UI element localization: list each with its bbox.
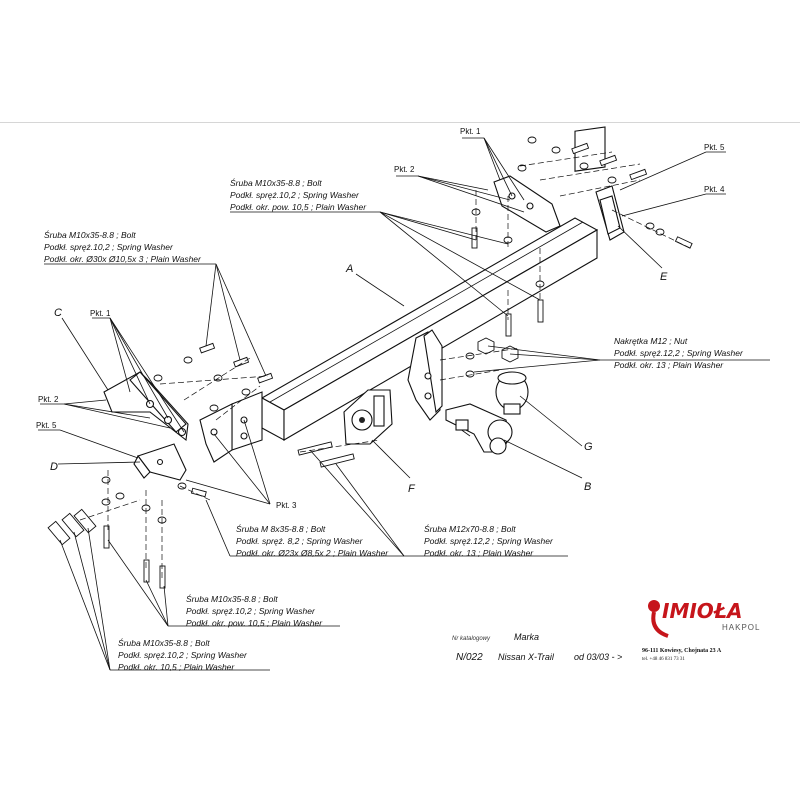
- left-bracket-c: [103, 371, 189, 442]
- pkt2-top-label: Pkt. 2: [394, 165, 415, 174]
- part-label-b: B: [584, 481, 591, 493]
- company-phone: tel. +48 46 831 73 31: [642, 657, 685, 662]
- callout-bottom-bolt-1: Śruba M10x35-8.8 ; Bolt Podkł. spręż.10,…: [186, 593, 323, 628]
- pkt1-left-label: Pkt. 1: [90, 309, 111, 318]
- logo-ball-icon: [648, 600, 660, 612]
- part-label-f: F: [408, 483, 416, 495]
- callout-nut-m12: Nakrętka M12 ; Nut Podkł. spręż.12,2 ; S…: [614, 336, 744, 370]
- svg-text:Podkł. spręż.10,2 ; Spring Was: Podkł. spręż.10,2 ; Spring Washer: [44, 242, 174, 252]
- ball-mount-plate: [407, 329, 443, 421]
- part-label-d: D: [50, 461, 58, 473]
- svg-text:Podkł. spręż.12,2 ; Spring Was: Podkł. spręż.12,2 ; Spring Washer: [614, 348, 744, 358]
- callout-bolt-m12x70: Śruba M12x70-8.8 ; Bolt Podkł. spręż.12,…: [424, 523, 554, 558]
- brand-label: Marka: [514, 632, 539, 642]
- tow-ball-b: [445, 403, 513, 455]
- bracket-d: [133, 443, 187, 481]
- catalog-footer: Nr katalogowy N/022 Marka Nissan X-Trail…: [452, 632, 622, 663]
- svg-text:Nakrętka M12 ; Nut: Nakrętka M12 ; Nut: [614, 336, 688, 346]
- part-label-g: G: [584, 441, 593, 453]
- page-header-bar: [0, 0, 800, 123]
- callout-top-right-bolt: Śruba M10x35-8.8 ; Bolt Podkł. spręż.10,…: [230, 177, 367, 212]
- svg-text:Śruba M10x35-8.8 ; Bolt: Śruba M10x35-8.8 ; Bolt: [230, 177, 322, 188]
- logo-name: IMIOŁA: [662, 599, 742, 623]
- svg-text:Śruba M10x35-8.8 ; Bolt: Śruba M10x35-8.8 ; Bolt: [118, 637, 210, 648]
- catalog-number: N/022: [456, 652, 483, 663]
- ball-cap-g: [495, 371, 529, 415]
- imiola-logo: IMIOŁA HAKPOL 96-111 Kowiesy, Chojnata 2…: [642, 599, 760, 662]
- svg-text:Śruba M 8x35-8.8 ; Bolt: Śruba M 8x35-8.8 ; Bolt: [236, 523, 326, 534]
- callout-bottom-bolt-2: Śruba M10x35-8.8 ; Bolt Podkł. spręż.10,…: [118, 637, 248, 672]
- svg-text:Podkł. spręż.10,2 ; Spring Was: Podkł. spręż.10,2 ; Spring Washer: [230, 190, 360, 200]
- crossbar-a: [260, 126, 606, 441]
- company-address: 96-111 Kowiesy, Chojnata 23 A: [642, 648, 722, 654]
- assembly-dashes: [79, 151, 691, 580]
- svg-text:Podkł. okr. Ø30x Ø10,5x 3 ; Pl: Podkł. okr. Ø30x Ø10,5x 3 ; Plain Washer: [44, 254, 202, 264]
- left-end-bracket: [199, 391, 263, 463]
- svg-text:Podkł. spręż. 8,2 ; Spring Was: Podkł. spręż. 8,2 ; Spring Washer: [236, 536, 364, 546]
- pkt3-label: Pkt. 3: [276, 501, 297, 510]
- part-label-c: C: [54, 307, 62, 319]
- socket-plate-f: [343, 389, 393, 445]
- svg-text:Podkł. okr. 13 ; Plain Washer: Podkł. okr. 13 ; Plain Washer: [424, 548, 534, 558]
- svg-text:Śruba M10x35-8.8 ; Bolt: Śruba M10x35-8.8 ; Bolt: [44, 229, 136, 240]
- pkt2-left-label: Pkt. 2: [38, 395, 59, 404]
- pkt5-left-label: Pkt. 5: [36, 421, 57, 430]
- callout-left-bolt: Śruba M10x35-8.8 ; Bolt Podkł. spręż.10,…: [44, 229, 202, 264]
- pkt5-top-label: Pkt. 5: [704, 143, 725, 152]
- vehicle-model: Nissan X-Trail: [498, 652, 555, 662]
- svg-text:Podkł. okr. Ø23x Ø8,5x 2 ; Pla: Podkł. okr. Ø23x Ø8,5x 2 ; Plain Washer: [236, 548, 389, 558]
- svg-text:Śruba M10x35-8.8 ; Bolt: Śruba M10x35-8.8 ; Bolt: [186, 593, 278, 604]
- svg-text:Śruba M12x70-8.8 ; Bolt: Śruba M12x70-8.8 ; Bolt: [424, 523, 516, 534]
- svg-text:Podkł. spręż.10,2 ; Spring Was: Podkł. spręż.10,2 ; Spring Washer: [118, 650, 248, 660]
- part-label-a: A: [345, 263, 353, 275]
- catalog-label: Nr katalogowy: [452, 636, 491, 642]
- svg-text:Podkł. spręż.12,2 ; Spring Was: Podkł. spręż.12,2 ; Spring Washer: [424, 536, 554, 546]
- pkt1-top-label: Pkt. 1: [460, 127, 481, 136]
- leader-lines: [38, 137, 770, 671]
- svg-text:Podkł. okr. pow. 10,5 ; Plain: Podkł. okr. pow. 10,5 ; Plain Washer: [186, 618, 323, 628]
- svg-text:Podkł. okr. 10,5 ; Plain Washe: Podkł. okr. 10,5 ; Plain Washer: [118, 662, 235, 672]
- pkt4-label: Pkt. 4: [704, 185, 725, 194]
- svg-text:Podkł. spręż.10,2 ; Spring Was: Podkł. spręż.10,2 ; Spring Washer: [186, 606, 316, 616]
- bracket-e: [595, 185, 625, 241]
- part-label-e: E: [660, 271, 668, 283]
- logo-sub: HAKPOL: [722, 623, 760, 632]
- right-top-bracket: [493, 175, 561, 233]
- svg-text:Podkł. okr. pow. 10,5 ; Plain: Podkł. okr. pow. 10,5 ; Plain Washer: [230, 202, 367, 212]
- callout-bolt-m8: Śruba M 8x35-8.8 ; Bolt Podkł. spręż. 8,…: [236, 523, 389, 558]
- svg-text:Podkł. okr. 13 ; Plain Washer: Podkł. okr. 13 ; Plain Washer: [614, 360, 724, 370]
- date-range: od 03/03 - >: [574, 652, 622, 662]
